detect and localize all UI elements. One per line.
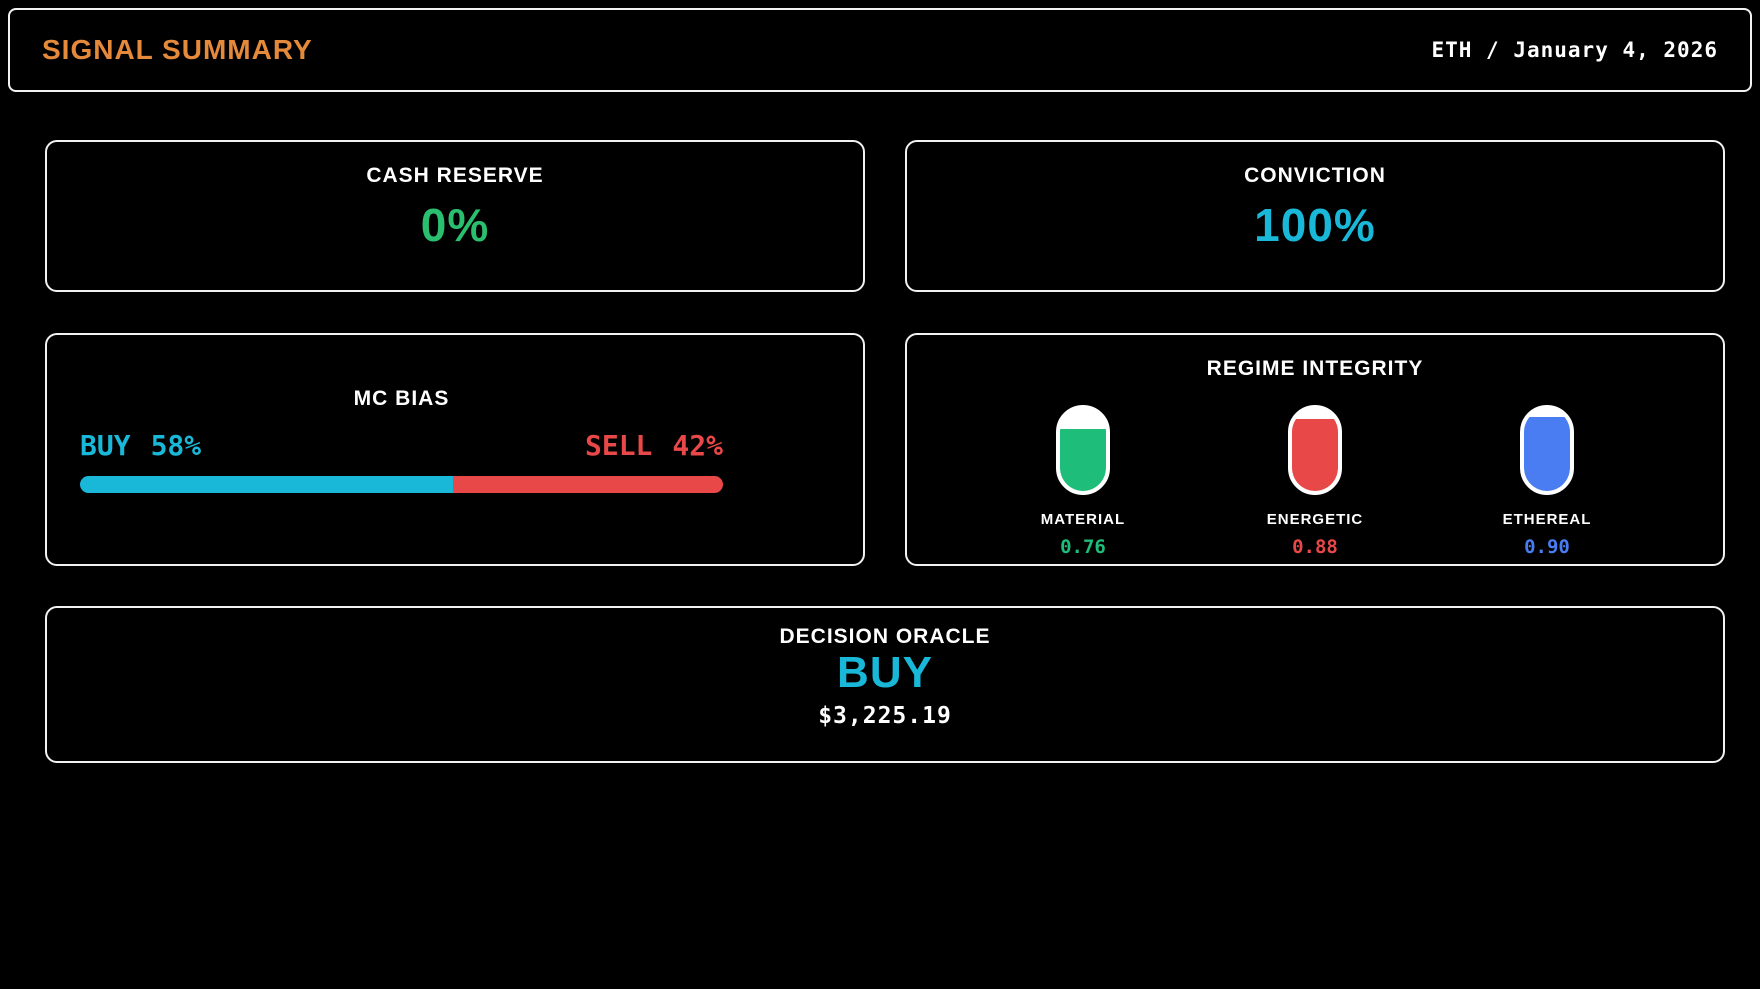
buy-readout: BUY 58% [80,429,201,462]
sell-label: SELL [584,429,653,462]
cash-reserve-value: 0% [420,199,490,251]
gauge-value: 0.90 [1524,536,1570,558]
gauge-name: ETHEREAL [1502,511,1592,528]
buy-label: BUY [80,429,131,462]
sell-readout: SELL 42% [585,429,723,462]
gauge-name: MATERIAL [1040,511,1126,528]
bias-bar-sell-segment [452,476,723,493]
gauge-fill [1060,428,1106,491]
cash-reserve-label: CASH RESERVE [366,164,544,187]
sell-percent: 42% [672,429,723,462]
regime-gauge: MATERIAL 0.76 [967,405,1199,558]
regime-integrity-label: REGIME INTEGRITY [1206,357,1424,380]
decision-action-value: BUY [837,648,933,697]
gauge-value: 0.76 [1060,536,1106,558]
mc-bias-card: MC BIAS BUY 58% SELL 42% [45,333,865,566]
decision-oracle-label: DECISION ORACLE [779,625,991,648]
gauge-capsule-icon [1056,405,1110,495]
regime-gauge: ETHEREAL 0.90 [1431,405,1663,558]
gauge-name: ENERGETIC [1266,511,1364,528]
gauge-fill [1292,418,1338,491]
decision-oracle-card: DECISION ORACLE BUY $3,225.19 [45,606,1725,763]
header-bar: SIGNAL SUMMARY ETH / January 4, 2026 [8,8,1752,92]
gauge-capsule-icon [1288,405,1342,495]
gauge-value: 0.88 [1292,536,1338,558]
regime-integrity-card: REGIME INTEGRITY MATERIAL 0.76 ENERGETIC… [905,333,1725,566]
conviction-label: CONVICTION [1244,164,1386,187]
mc-bias-readout: BUY 58% SELL 42% [80,429,723,462]
conviction-value: 100% [1254,199,1376,251]
regime-gauge: ENERGETIC 0.88 [1199,405,1431,558]
asset-date-label: ETH / January 4, 2026 [1431,38,1718,62]
gauge-fill [1524,417,1570,491]
bias-bar [80,476,723,493]
bias-bar-buy-segment [80,476,453,493]
gauge-row: MATERIAL 0.76 ENERGETIC 0.88 ETHEREAL 0.… [907,405,1723,558]
cash-reserve-card: CASH RESERVE 0% [45,140,865,292]
page-title: SIGNAL SUMMARY [42,34,313,65]
buy-percent: 58% [150,429,202,462]
conviction-card: CONVICTION 100% [905,140,1725,292]
gauge-capsule-icon [1520,405,1574,495]
mc-bias-label: MC BIAS [353,387,450,410]
decision-price-value: $3,225.19 [818,703,952,730]
